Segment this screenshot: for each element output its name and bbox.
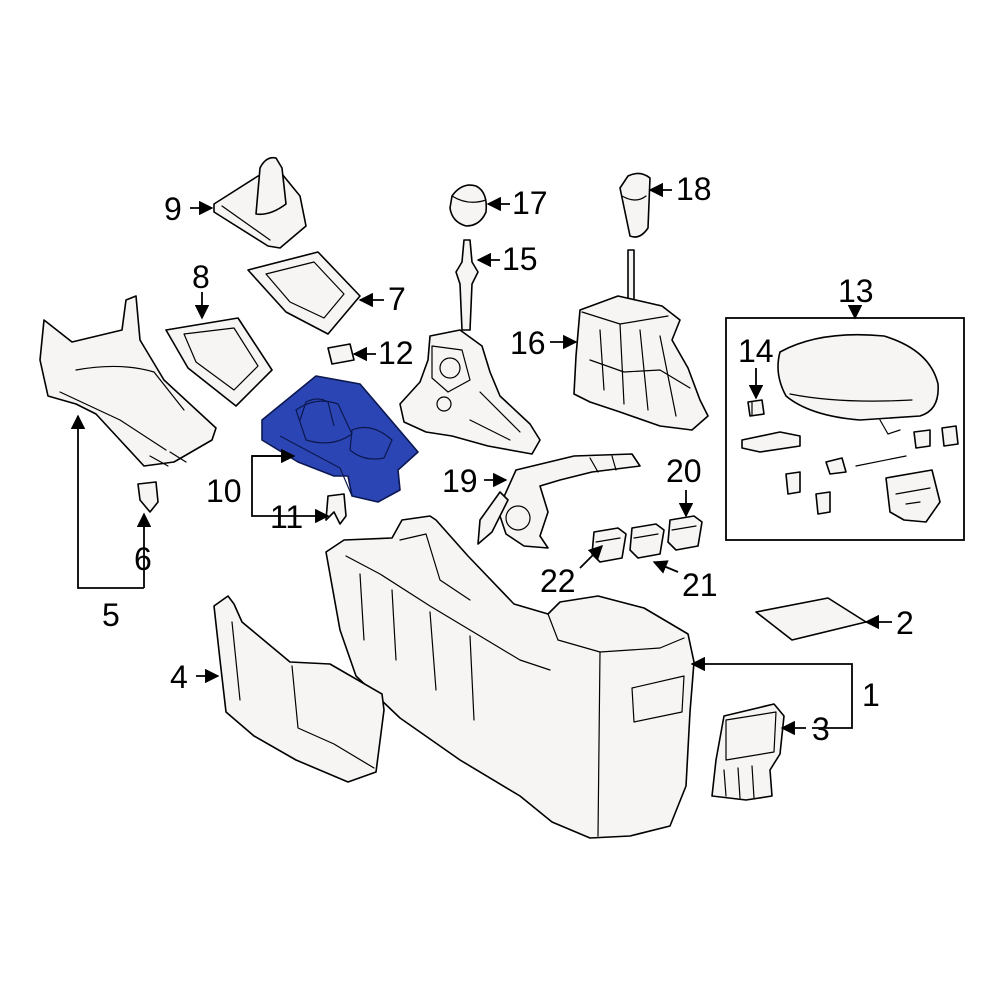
part-18-auto-shift-knob xyxy=(619,172,651,319)
part-19-parking-brake xyxy=(477,453,641,549)
callout-4: 4 xyxy=(170,659,188,695)
inset-hardware xyxy=(741,425,959,523)
part-17-shift-knob xyxy=(449,184,488,227)
part-9-shift-boot xyxy=(213,156,307,249)
part-15-shifter-bracket xyxy=(399,329,541,455)
part-10-cup-holder xyxy=(261,375,419,503)
callout-9: 9 xyxy=(164,191,182,227)
callout-20: 20 xyxy=(666,453,702,489)
callout-6: 6 xyxy=(134,541,152,577)
callout-10: 10 xyxy=(206,473,242,509)
inset-frame-13 xyxy=(725,317,965,541)
callout-21: 21 xyxy=(682,567,718,603)
part-8-shift-bezel xyxy=(165,317,273,407)
part-1-console-body xyxy=(325,515,695,839)
callout-7: 7 xyxy=(388,281,406,317)
part-4-side-panel xyxy=(213,595,385,783)
part-14-bolt xyxy=(747,399,765,417)
part-6-clip xyxy=(137,481,159,513)
part-15-shift-lever xyxy=(455,239,479,331)
callout-16: 16 xyxy=(510,325,546,361)
callout-5: 5 xyxy=(102,597,120,633)
part-13-armrest-lid xyxy=(777,333,939,435)
part-3-console-insert xyxy=(711,703,785,801)
part-22-switch xyxy=(591,527,627,563)
part-5-front-console-panel xyxy=(39,295,217,467)
callout-15: 15 xyxy=(502,241,538,277)
part-7-bezel xyxy=(247,251,361,335)
part-12-clip xyxy=(327,343,355,365)
part-2-console-mat xyxy=(755,597,867,641)
leader-lines xyxy=(70,182,892,736)
part-16-shifter-assembly xyxy=(573,295,709,431)
callout-1: 1 xyxy=(862,677,880,713)
callout-3: 3 xyxy=(812,711,830,747)
callout-11: 11 xyxy=(270,499,303,535)
callout-8: 8 xyxy=(192,259,210,295)
part-11-clip xyxy=(325,493,347,525)
callout-14: 14 xyxy=(738,333,774,369)
part-21-switch xyxy=(629,523,665,559)
callout-17: 17 xyxy=(512,185,548,221)
callout-19: 19 xyxy=(442,463,478,499)
part-20-switch xyxy=(667,515,703,551)
callout-22: 22 xyxy=(540,563,576,599)
callout-13: 13 xyxy=(838,273,874,309)
callout-18: 18 xyxy=(676,171,712,207)
callout-12: 12 xyxy=(378,335,414,371)
callout-2: 2 xyxy=(896,605,914,641)
